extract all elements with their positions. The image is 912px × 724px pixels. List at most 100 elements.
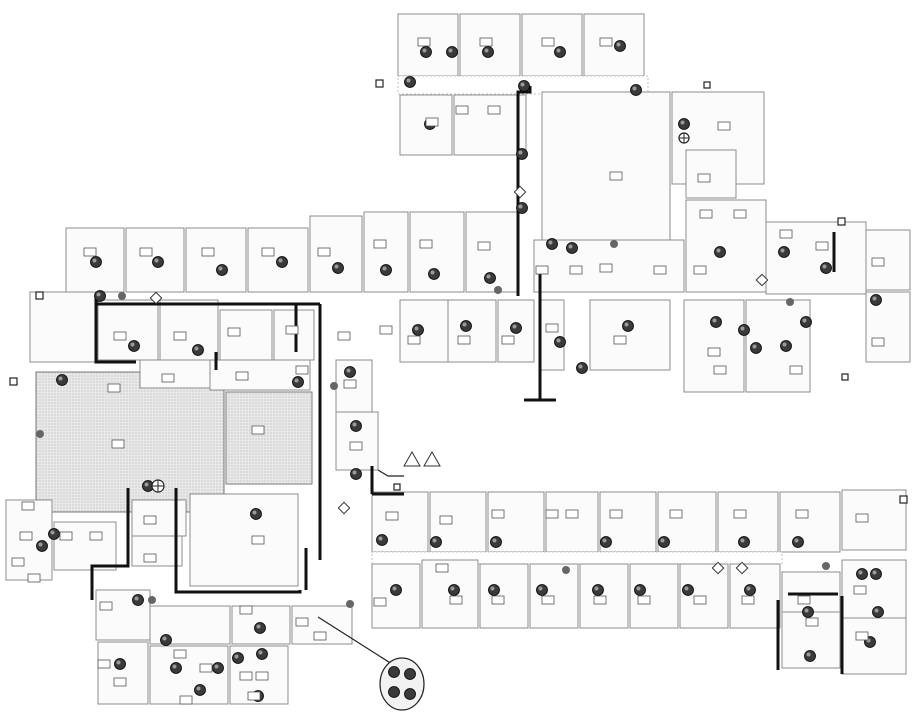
room[interactable]: [409, 211, 465, 293]
equipment-box-icon[interactable]: [599, 37, 613, 47]
square-marker-icon[interactable]: [9, 377, 18, 386]
equipment-box-icon[interactable]: [455, 105, 469, 115]
device-node-icon[interactable]: [448, 584, 460, 596]
device-node-icon[interactable]: [350, 468, 362, 480]
equipment-box-icon[interactable]: [795, 509, 809, 519]
device-node-icon[interactable]: [380, 264, 392, 276]
equipment-box-icon[interactable]: [855, 631, 869, 641]
device-node-icon[interactable]: [484, 272, 496, 284]
square-marker-icon[interactable]: [35, 291, 44, 300]
equipment-box-icon[interactable]: [343, 379, 357, 389]
device-node-icon[interactable]: [482, 46, 494, 58]
equipment-box-icon[interactable]: [349, 441, 363, 451]
device-node-icon[interactable]: [710, 316, 722, 328]
hatched-hall[interactable]: [35, 371, 225, 513]
room[interactable]: [453, 94, 527, 156]
square-marker-icon[interactable]: [393, 483, 401, 491]
device-node-icon[interactable]: [404, 76, 416, 88]
device-node-icon[interactable]: [600, 536, 612, 548]
room[interactable]: [399, 299, 449, 363]
equipment-box-icon[interactable]: [337, 331, 351, 341]
room[interactable]: [629, 563, 679, 629]
device-node-icon[interactable]: [430, 536, 442, 548]
device-node-icon[interactable]: [152, 256, 164, 268]
device-node-icon[interactable]: [114, 658, 126, 670]
device-node-icon[interactable]: [682, 584, 694, 596]
device-node-icon[interactable]: [192, 344, 204, 356]
device-node-icon[interactable]: [678, 118, 690, 130]
equipment-box-icon[interactable]: [113, 331, 127, 341]
equipment-box-icon[interactable]: [89, 531, 103, 541]
equipment-box-icon[interactable]: [317, 247, 331, 257]
equipment-box-icon[interactable]: [97, 659, 111, 669]
equipment-box-icon[interactable]: [111, 439, 125, 449]
equipment-box-icon[interactable]: [699, 209, 713, 219]
equipment-box-icon[interactable]: [613, 335, 627, 345]
room[interactable]: [447, 299, 497, 363]
equipment-box-icon[interactable]: [535, 265, 549, 275]
device-node-icon[interactable]: [780, 340, 792, 352]
equipment-box-icon[interactable]: [491, 595, 505, 605]
room[interactable]: [97, 641, 149, 705]
hub-cluster-icon[interactable]: [379, 657, 425, 711]
device-node-icon[interactable]: [870, 568, 882, 580]
equipment-box-icon[interactable]: [479, 37, 493, 47]
device-node-icon[interactable]: [446, 46, 458, 58]
equipment-box-icon[interactable]: [313, 631, 327, 641]
device-node-icon[interactable]: [256, 648, 268, 660]
equipment-box-icon[interactable]: [373, 597, 387, 607]
equipment-box-icon[interactable]: [815, 241, 829, 251]
device-node-icon[interactable]: [802, 606, 814, 618]
room[interactable]: [545, 491, 599, 553]
equipment-box-icon[interactable]: [11, 557, 25, 567]
device-node-icon[interactable]: [254, 622, 266, 634]
device-node-icon[interactable]: [216, 264, 228, 276]
room[interactable]: [841, 489, 907, 551]
square-marker-icon[interactable]: [837, 217, 846, 226]
square-marker-icon[interactable]: [703, 81, 711, 89]
room[interactable]: [589, 299, 671, 371]
equipment-box-icon[interactable]: [239, 671, 253, 681]
equipment-box-icon[interactable]: [707, 347, 721, 357]
equipment-box-icon[interactable]: [733, 509, 747, 519]
equipment-box-icon[interactable]: [285, 325, 299, 335]
equipment-box-icon[interactable]: [637, 595, 651, 605]
device-node-icon[interactable]: [856, 568, 868, 580]
room[interactable]: [729, 563, 781, 629]
equipment-box-icon[interactable]: [19, 531, 33, 541]
device-node-icon[interactable]: [554, 46, 566, 58]
room[interactable]: [683, 299, 745, 393]
device-node-icon[interactable]: [48, 528, 60, 540]
device-node-icon[interactable]: [250, 508, 262, 520]
room[interactable]: [779, 491, 841, 553]
equipment-box-icon[interactable]: [201, 247, 215, 257]
equipment-box-icon[interactable]: [143, 515, 157, 525]
device-node-icon[interactable]: [738, 536, 750, 548]
equipment-box-icon[interactable]: [545, 323, 559, 333]
room[interactable]: [685, 149, 737, 199]
equipment-box-icon[interactable]: [491, 509, 505, 519]
device-node-icon[interactable]: [212, 662, 224, 674]
room[interactable]: [29, 291, 97, 363]
device-node-icon[interactable]: [872, 606, 884, 618]
device-node-icon[interactable]: [592, 584, 604, 596]
device-node-icon[interactable]: [792, 536, 804, 548]
equipment-box-icon[interactable]: [569, 265, 583, 275]
equipment-box-icon[interactable]: [199, 663, 213, 673]
device-node-icon[interactable]: [412, 324, 424, 336]
device-node-icon[interactable]: [94, 290, 106, 302]
equipment-box-icon[interactable]: [717, 121, 731, 131]
device-node-icon[interactable]: [56, 374, 68, 386]
equipment-box-icon[interactable]: [179, 695, 193, 705]
device-node-icon[interactable]: [132, 594, 144, 606]
room[interactable]: [685, 199, 767, 293]
square-marker-icon[interactable]: [841, 373, 849, 381]
equipment-box-icon[interactable]: [417, 37, 431, 47]
diamond-access-point-icon[interactable]: [513, 185, 527, 199]
equipment-box-icon[interactable]: [235, 371, 249, 381]
equipment-box-icon[interactable]: [741, 595, 755, 605]
equipment-box-icon[interactable]: [99, 601, 113, 611]
device-node-icon[interactable]: [738, 324, 750, 336]
equipment-box-icon[interactable]: [373, 239, 387, 249]
device-node-icon[interactable]: [510, 322, 522, 334]
